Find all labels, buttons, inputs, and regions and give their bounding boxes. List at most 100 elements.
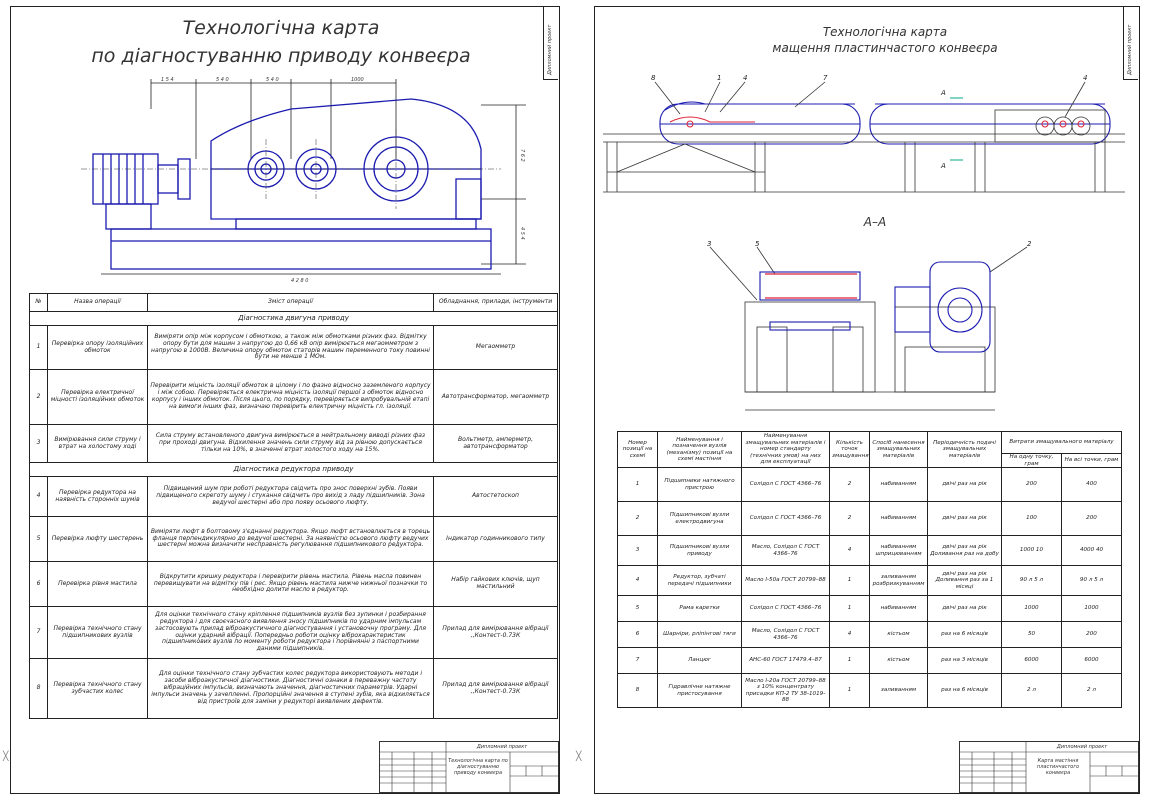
section-mark-a-top: А — [940, 89, 946, 97]
dim-bottom: 4 2 8 0 — [291, 278, 309, 284]
row-pos: 8 — [617, 673, 658, 708]
row-method: кістьом — [869, 647, 928, 674]
diagnostics-operations-table: № Назва операції Зміст операції Обладнан… — [29, 293, 558, 719]
row-method: кістьом — [869, 621, 928, 648]
conveyor-side-view: 8 1 4 7 4 А А — [603, 74, 1125, 193]
row-period: раз на 3 місяців — [927, 647, 1002, 674]
row-node: Підшипники натяжного пристрою — [657, 467, 742, 502]
row-tools: Мегаомметр — [433, 325, 558, 370]
col-header-points: Кількість точок змащування — [829, 431, 870, 468]
row-points: 4 — [829, 621, 870, 648]
col-header-method: Спосіб нанесення змащувальних матеріалів — [869, 431, 928, 468]
dim-top-2: 5 4 0 — [216, 77, 229, 83]
row-all: 4000 40 — [1060, 535, 1123, 566]
row-method: набиванням — [869, 501, 928, 536]
row-points: 1 — [829, 647, 870, 674]
col-header-number: № — [29, 293, 48, 312]
left-title-line1: Технологічна карта — [182, 17, 380, 39]
row-period: двічі раз на рік — [927, 467, 1002, 502]
row-material: Масло, Солідол С ГОСТ 4366–76 — [741, 535, 830, 566]
row-pos: 5 — [617, 595, 658, 622]
row-content: Сила струму встановленого двигуна вимірю… — [147, 424, 434, 463]
row-method: заливанням — [869, 673, 928, 708]
row-tools: Автотрансформатор, мегаомметр — [433, 369, 558, 425]
row-one: 6000 — [1001, 647, 1062, 674]
row-all: 90 л 5 л — [1060, 565, 1123, 596]
row-one: 1000 — [1001, 595, 1062, 622]
right-stamp-header: Дипломний проект — [1056, 744, 1108, 750]
row-points: 2 — [829, 467, 870, 502]
table-row: 6 Перевірка рівня мастила Відкрутити кри… — [29, 561, 558, 607]
dim-right-2: 4 5 4 — [519, 227, 525, 240]
row-one: 90 л 5 л — [1001, 565, 1062, 596]
row-points: 2 — [829, 501, 870, 536]
lubrication-table: Номер позиції на схемі Найменування і по… — [617, 431, 1123, 708]
row-number: 5 — [29, 516, 48, 562]
callout-4-right: 4 — [1083, 74, 1087, 82]
row-points: 1 — [829, 595, 870, 622]
table-row: 4 Редуктор, зубчаті передачі підшипники … — [617, 565, 1123, 596]
table-row: 5 Перевірка люфту шестерень Виміряти люф… — [29, 516, 558, 562]
callout-1: 1 — [717, 74, 721, 82]
table-row: 2 Перевірка електричної міцності ізоляці… — [29, 369, 558, 425]
row-one: 1000 10 — [1001, 535, 1062, 566]
section-mark-a-bottom: А — [940, 162, 946, 170]
row-tools: Набір гайкових ключів, щуп мастильний — [433, 561, 558, 607]
row-period: раз на 6 місяців — [927, 673, 1002, 708]
row-number: 7 — [29, 606, 48, 659]
callout-3: 3 — [707, 240, 711, 248]
row-points: 4 — [829, 535, 870, 566]
row-name: Перевірка технічного стану підшипникових… — [47, 606, 148, 659]
row-content: Відкрутити кришку редуктора і перевірити… — [147, 561, 434, 607]
section-motor-diagnostics: Діагностика двигуна приводу — [29, 311, 558, 326]
table-row: 5 Рама каретки Солідол С ГОСТ 4366–76 1 … — [617, 595, 1123, 622]
row-tools: Вольтметр, амперметр, автотрансформатор — [433, 424, 558, 463]
row-points: 1 — [829, 673, 870, 708]
row-number: 4 — [29, 476, 48, 517]
left-title-line2: по діагностуванню приводу конвеєра — [91, 45, 471, 67]
table-row: 1 Підшипники натяжного пристрою Солідол … — [617, 467, 1123, 502]
row-number: 1 — [29, 325, 48, 370]
table-row: 3 Підшипникові вузли приводу Масло, Солі… — [617, 535, 1123, 566]
table-row: 1 Перевірка опору ізоляційних обмоток Ви… — [29, 325, 558, 370]
row-method: набиванням — [869, 467, 928, 502]
callout-4-left: 4 — [743, 74, 747, 82]
row-name: Перевірка опору ізоляційних обмоток — [47, 325, 148, 370]
table-row: 2 Підшипникові вузли електродвигуна Солі… — [617, 501, 1123, 536]
table-row: 6 Шарніри, рліпінгові тяги Масло, Солідо… — [617, 621, 1123, 648]
row-node: Ланцюг — [657, 647, 742, 674]
row-tools: Автостетоскоп — [433, 476, 558, 517]
row-one: 200 — [1001, 467, 1062, 502]
row-period: двічі раз на рік Доливання раз на добу — [927, 535, 1002, 566]
col-header-all-points: На всі точки, грам — [1060, 453, 1123, 468]
row-name: Вимірювання сили струму і втрат на холос… — [47, 424, 148, 463]
row-all: 200 — [1060, 501, 1123, 536]
row-period: двічі раз на рік — [927, 501, 1002, 536]
col-header-consumption: Витрати змащувального матеріалу — [1000, 431, 1123, 454]
left-stamp-header: Дипломний проект — [476, 744, 528, 750]
left-drawing-sheet: Дипломний проект Технологічна карта по д… — [10, 6, 560, 794]
callout-5: 5 — [755, 240, 760, 248]
row-name: Перевірка технічного стану зубчастих кол… — [47, 658, 148, 719]
row-node: Підшипникові вузли приводу — [657, 535, 742, 566]
col-header-tools: Обладнання, прилади, інструменти — [433, 293, 558, 312]
right-title-line1: Технологічна карта — [822, 25, 948, 39]
row-material: АНС-60 ГОСТ 17479.4–87 — [741, 647, 830, 674]
right-stamp-title: Карта мастіння пластинчастого конвеєра — [1036, 758, 1080, 776]
section-reducer-diagnostics: Діагностика редуктора приводу — [29, 462, 558, 477]
row-number: 6 — [29, 561, 48, 607]
row-period: раз на 6 місяців — [927, 621, 1002, 648]
row-number: 3 — [29, 424, 48, 463]
right-edge-mark: ╳ — [576, 752, 582, 762]
table-row: 7 Перевірка технічного стану підшипников… — [29, 606, 558, 659]
row-name: Перевірка редуктора на наявність сторонн… — [47, 476, 148, 517]
callout-7: 7 — [823, 74, 828, 82]
row-material: Масло І-20а ГОСТ 20799–88 з 10% концентр… — [741, 673, 830, 708]
row-content: Підвищений шум при роботі редуктора свід… — [147, 476, 434, 517]
row-pos: 6 — [617, 621, 658, 648]
row-number: 8 — [29, 658, 48, 719]
row-points: 1 — [829, 565, 870, 596]
row-node: Гідравлічне натяжне пристосування — [657, 673, 742, 708]
row-pos: 7 — [617, 647, 658, 674]
row-one: 2 л — [1001, 673, 1062, 708]
